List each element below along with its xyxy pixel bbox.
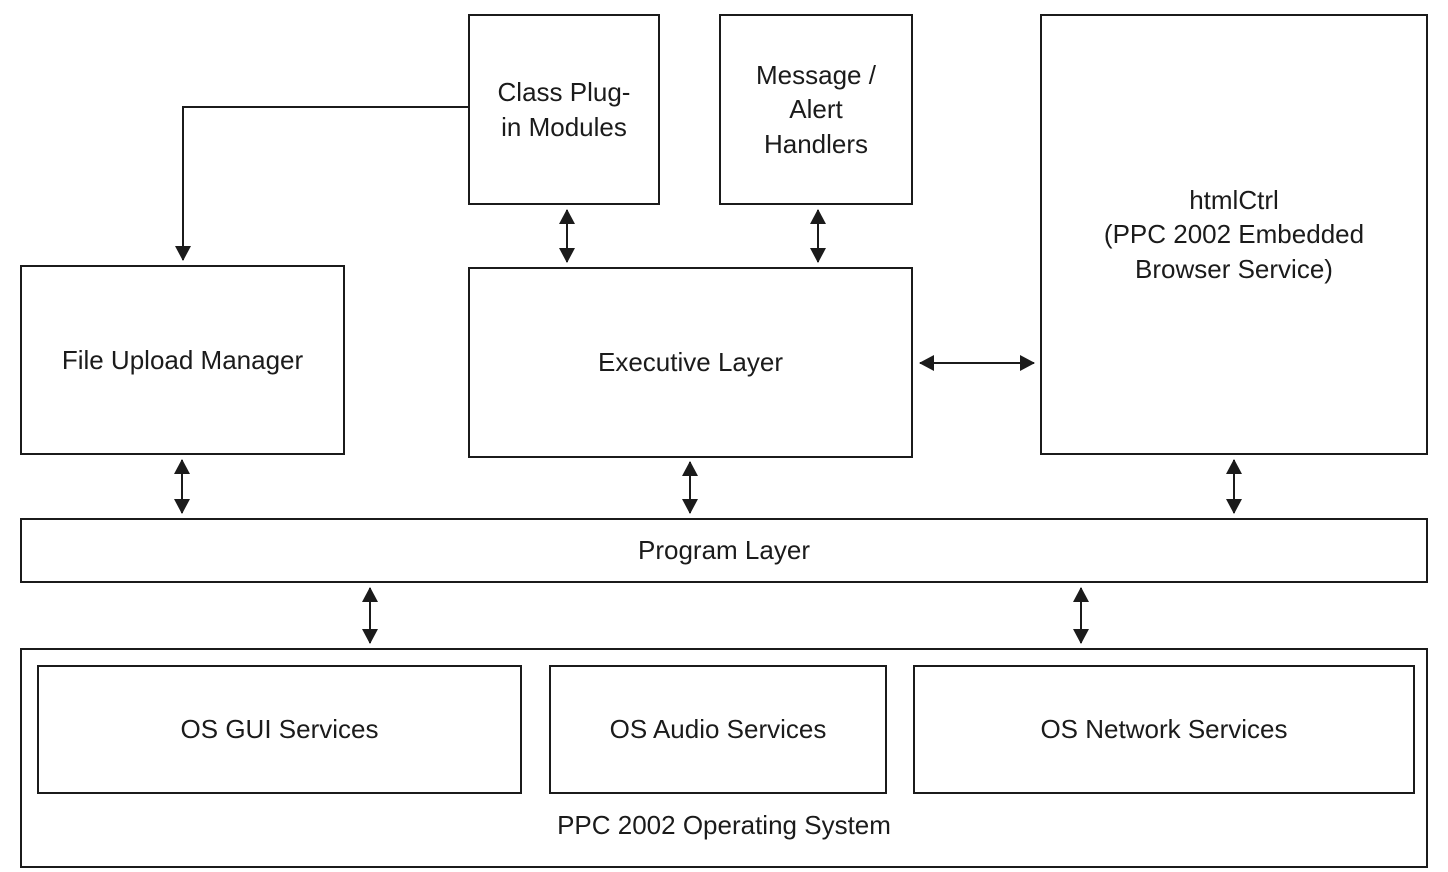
htmlctrl-label: htmlCtrl (PPC 2002 Embedded Browser Serv… <box>1103 185 1365 284</box>
class-plugin-modules-box: Class Plug- in Modules <box>468 14 660 205</box>
os-gui-services-label: OS GUI Services <box>180 714 379 744</box>
executive-layer-box: Executive Layer <box>468 267 913 458</box>
program-layer-label: Program Layer <box>638 535 810 566</box>
os-network-services-label: OS Network Services <box>1040 714 1288 744</box>
file-upload-manager-label: File Upload Manager <box>61 344 304 375</box>
executive-layer-label: Executive Layer <box>598 347 783 378</box>
file-upload-manager-box: File Upload Manager <box>20 265 345 455</box>
program-layer-bar: Program Layer <box>20 518 1428 583</box>
os-audio-services-box: OS Audio Services <box>549 665 887 794</box>
message-alert-handlers-label: Message / Alert Handlers <box>756 60 876 159</box>
arrow-class-plugin-to-file-upload <box>175 106 468 261</box>
os-network-services-box: OS Network Services <box>913 665 1415 794</box>
ppc-operating-system-container: OS GUI Services OS Audio Services OS Net… <box>20 648 1428 868</box>
os-audio-services-label: OS Audio Services <box>609 714 827 744</box>
htmlctrl-box: htmlCtrl (PPC 2002 Embedded Browser Serv… <box>1040 14 1428 455</box>
class-plugin-modules-label: Class Plug- in Modules <box>497 77 631 142</box>
ppc-operating-system-label: PPC 2002 Operating System <box>557 810 891 840</box>
os-gui-services-box: OS GUI Services <box>37 665 522 794</box>
message-alert-handlers-box: Message / Alert Handlers <box>719 14 913 205</box>
